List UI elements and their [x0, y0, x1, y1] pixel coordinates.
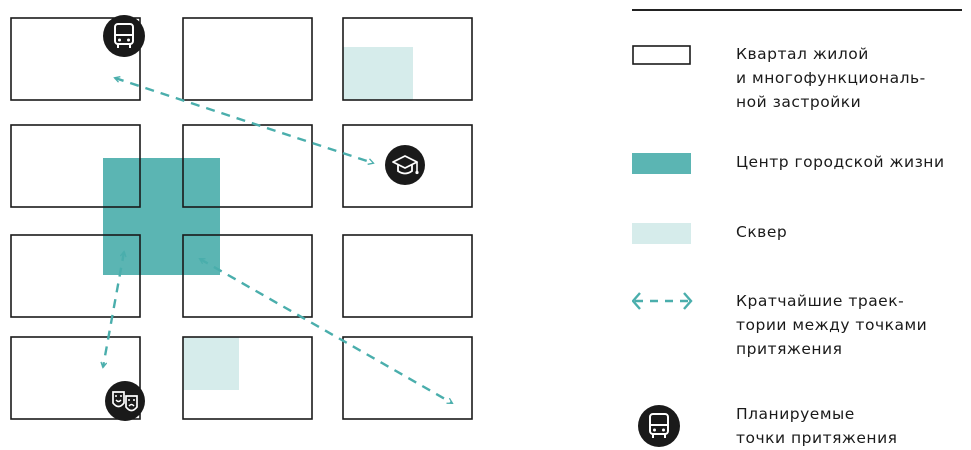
- legend-label-paths: Кратчайшие траек- тории между точками пр…: [736, 292, 928, 358]
- legend-top-rule: [632, 9, 962, 11]
- bus-icon: [103, 15, 145, 57]
- city-block: [342, 17, 473, 101]
- trajectory-arrow: [200, 257, 452, 405]
- square-area: [183, 337, 239, 390]
- urban-block-diagram: [10, 15, 473, 421]
- city-center-area: [103, 158, 220, 275]
- city-block: [10, 17, 141, 101]
- trajectory-arrow: [115, 78, 373, 163]
- city-block: [10, 124, 141, 208]
- city-block: [342, 234, 473, 318]
- square-area: [343, 47, 413, 100]
- legend-label-center: Центр городской жизни: [736, 153, 945, 171]
- trajectory-arrow: [103, 252, 124, 367]
- city-block: [342, 336, 473, 420]
- theater-masks-icon: [105, 381, 145, 421]
- legend-label-poi: Планируемые точки притяжения: [736, 405, 898, 447]
- legend-label-block: Квартал жилой и многофункциональ- ной за…: [736, 45, 926, 111]
- city-block: [10, 234, 141, 318]
- dashed-double-arrow-icon: [632, 292, 693, 310]
- bus-icon: [638, 405, 680, 447]
- city-block: [10, 336, 141, 420]
- legend-swatch-center: [632, 153, 691, 174]
- legend-swatch-square: [632, 223, 691, 244]
- legend-swatch-block: [632, 45, 691, 65]
- city-block: [342, 124, 473, 208]
- graduation-cap-icon: [385, 145, 425, 185]
- legend-label-square: Сквер: [736, 223, 788, 241]
- city-block: [182, 17, 313, 101]
